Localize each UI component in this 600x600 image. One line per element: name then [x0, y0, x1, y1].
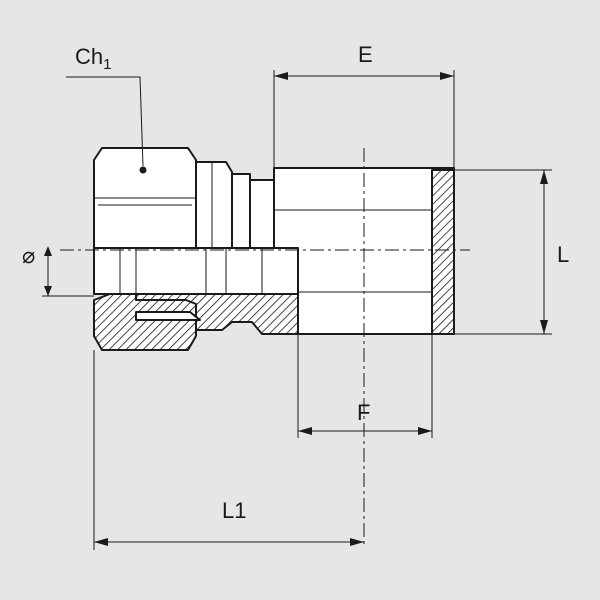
diameter-dimension: ⌀ — [22, 243, 94, 297]
dimension-e: E — [273, 42, 455, 168]
nut-center-dot — [139, 166, 147, 174]
neck — [229, 173, 275, 255]
body-wall-section — [431, 169, 455, 335]
dimension-l1: L1 — [93, 350, 364, 550]
ch1-label: Ch1 — [75, 44, 111, 73]
hex-nut — [93, 147, 233, 249]
l1-label: L1 — [222, 498, 246, 523]
l-label: L — [557, 242, 569, 267]
nut-section — [93, 293, 197, 351]
dimension-l: L — [454, 169, 569, 335]
tube-section — [93, 247, 299, 295]
f-label: F — [357, 400, 370, 425]
ring-section — [135, 293, 299, 335]
e-label: E — [358, 42, 373, 67]
dimension-f: F — [297, 334, 433, 438]
ch1-leader: Ch1 — [66, 44, 144, 167]
diameter-label: ⌀ — [22, 243, 35, 268]
sectioned-parts — [93, 293, 299, 351]
